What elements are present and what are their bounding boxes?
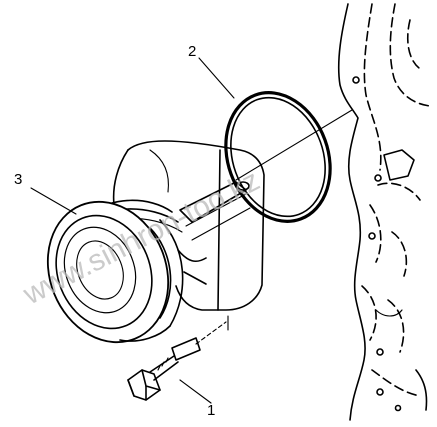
leader-1 [179, 379, 212, 404]
thermostat-housing [46, 140, 265, 344]
callout-3: 3 [14, 171, 22, 188]
leader-2 [198, 57, 235, 99]
alignment-line [235, 109, 353, 181]
callout-2: 2 [188, 43, 196, 60]
engine-block-casting [337, 3, 431, 421]
bolt [127, 321, 227, 401]
callout-1: 1 [207, 402, 215, 419]
leader-3 [30, 187, 77, 215]
o-ring-seal [224, 91, 332, 223]
leader-lines [30, 57, 353, 404]
